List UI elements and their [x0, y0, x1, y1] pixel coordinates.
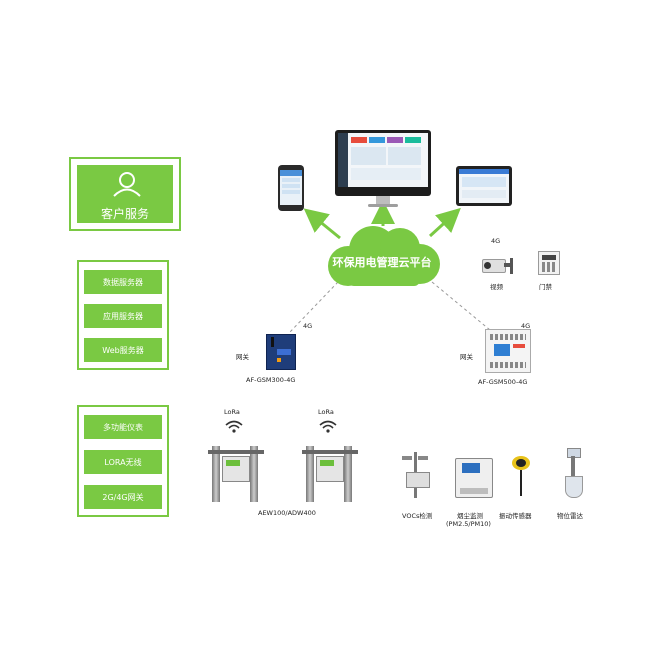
sensor-label-dust: 烟尘监测 — [457, 512, 483, 520]
sensor-label-vibration: 振动传感器 — [499, 512, 532, 520]
device-item-meter[interactable]: 多功能仪表 — [84, 415, 162, 439]
lora-meter-icon — [302, 442, 360, 502]
right-gateway-icon — [485, 329, 531, 373]
access-control-icon — [538, 251, 560, 275]
device-item-lora[interactable]: LORA无线 — [84, 450, 162, 474]
vibration-sensor-icon — [510, 456, 532, 498]
monitor-stand — [376, 196, 390, 204]
customer-service-tile[interactable]: 客户服务 — [77, 165, 173, 223]
top-right-4g-label: 4G — [491, 237, 501, 245]
sensor-label-vocs: VOCs检测 — [402, 512, 433, 520]
phone-icon — [278, 165, 304, 211]
sensor-sub-dust: (PM2.5/PM10) — [446, 520, 491, 528]
right-gateway-4g: 4G — [521, 322, 531, 330]
cloud-label: 环保用电管理云平台 — [332, 256, 432, 269]
right-gateway-label: 网关 — [460, 353, 473, 361]
left-gateway-model: AF-GSM300-4G — [246, 376, 296, 384]
wifi-icon — [319, 420, 337, 433]
customer-service-label: 客户服务 — [100, 207, 149, 221]
lora-tag-2: LoRa — [318, 408, 334, 416]
dashed-right-gateway — [431, 281, 491, 331]
lora-tag-1: LoRa — [224, 408, 240, 416]
devices-panel: 多功能仪表 LORA无线 2G/4G网关 — [77, 405, 169, 517]
monitor-base — [368, 204, 398, 207]
servers-panel: 数据服务器 应用服务器 Web服务器 — [77, 260, 169, 370]
wifi-icon — [225, 420, 243, 433]
right-gateway-model: AF-GSM500-4G — [478, 378, 528, 386]
server-item-data[interactable]: 数据服务器 — [84, 270, 162, 294]
left-gateway-4g: 4G — [303, 322, 313, 330]
level-radar-icon — [563, 448, 583, 498]
cloud-platform: 环保用电管理云平台 — [318, 222, 446, 292]
device-item-gateway[interactable]: 2G/4G网关 — [84, 485, 162, 509]
lora-meter-model: AEW100/ADW400 — [258, 509, 316, 517]
tablet-icon — [456, 166, 512, 206]
customer-service-panel: 客户服务 — [69, 157, 181, 231]
monitor-icon — [335, 130, 431, 196]
left-gateway-label: 网关 — [236, 353, 249, 361]
arrow-to-tablet — [428, 207, 461, 238]
video-label: 视频 — [490, 283, 503, 291]
access-label: 门禁 — [539, 283, 552, 291]
vocs-sensor-icon — [398, 452, 434, 500]
user-icon — [113, 172, 141, 197]
server-item-app[interactable]: 应用服务器 — [84, 304, 162, 328]
server-item-web[interactable]: Web服务器 — [84, 338, 162, 362]
lora-meter-icon — [208, 442, 266, 502]
dust-monitor-icon — [455, 458, 493, 498]
arrow-to-phone — [303, 208, 341, 240]
camera-icon — [482, 254, 514, 278]
sensor-label-radar: 物位雷达 — [557, 512, 583, 520]
cloud-icon — [328, 226, 440, 286]
left-gateway-icon — [266, 334, 296, 370]
